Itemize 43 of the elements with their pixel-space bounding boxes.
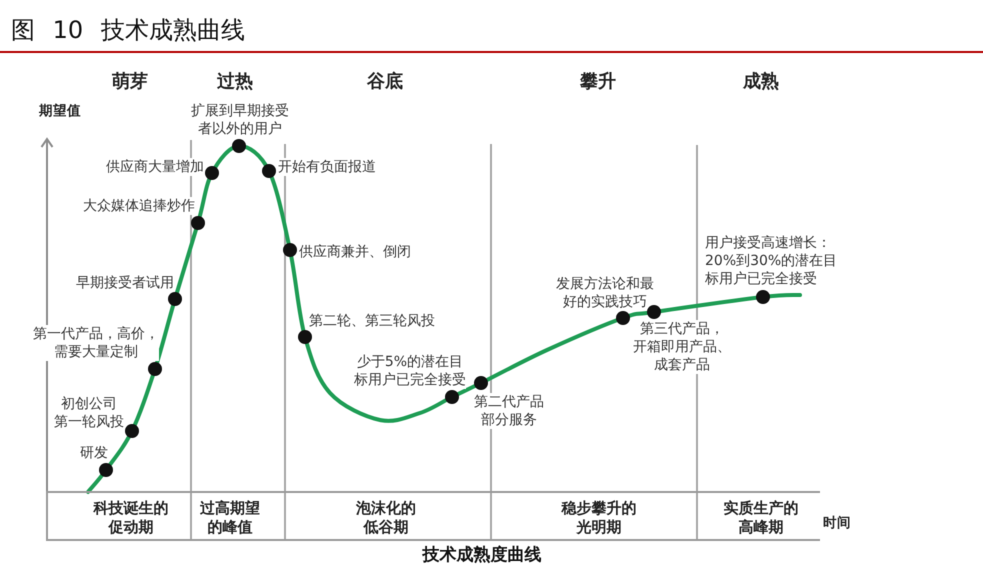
point-marker-icon <box>283 243 297 257</box>
point-annotation: 第二轮、第三轮风投 <box>309 312 435 330</box>
point-annotation: 少于5%的潜在目标用户已完全接受 <box>354 353 466 389</box>
phase-heading: 成熟 <box>743 71 779 93</box>
point-marker-icon <box>445 390 459 404</box>
point-marker-icon <box>474 376 488 390</box>
point-marker-icon <box>756 290 770 304</box>
point-annotation: 第二代产品部分服务 <box>474 393 544 429</box>
phase-label: 科技诞生的促动期 <box>94 499 168 537</box>
phase-heading: 过热 <box>217 71 253 93</box>
point-annotation: 初创公司第一轮风投 <box>54 395 124 431</box>
point-annotation: 第一代产品，高价，需要大量定制 <box>33 325 159 361</box>
figure-title: 图 10 技术成熟曲线 <box>11 15 245 45</box>
point-marker-icon <box>647 305 661 319</box>
point-marker-icon <box>262 164 276 178</box>
figure-caption: 技术成熟度曲线 <box>422 545 542 565</box>
point-marker-icon <box>205 166 219 180</box>
phase-label: 稳步攀升的光明期 <box>562 499 636 537</box>
point-annotation: 扩展到早期接受者以外的用户 <box>191 102 289 138</box>
point-marker-icon <box>191 216 205 230</box>
phase-label: 过高期望的峰值 <box>200 499 260 537</box>
point-annotation: 研发 <box>80 444 108 462</box>
point-annotation: 早期接受者试用 <box>76 274 174 292</box>
point-annotation: 发展方法论和最好的实践技巧 <box>556 275 654 311</box>
point-marker-icon <box>232 139 246 153</box>
phase-label: 实质生产的高峰期 <box>724 499 798 537</box>
point-marker-icon <box>168 292 182 306</box>
axis-label: 期望值 <box>39 103 81 120</box>
phase-heading: 萌芽 <box>112 71 148 93</box>
point-annotation: 大众媒体追捧炒作 <box>83 197 195 215</box>
point-marker-icon <box>616 311 630 325</box>
phase-heading: 攀升 <box>580 71 616 93</box>
phase-label: 泡沫化的低谷期 <box>356 499 416 537</box>
point-marker-icon <box>148 362 162 376</box>
phase-heading: 谷底 <box>367 71 403 93</box>
point-marker-icon <box>125 424 139 438</box>
point-annotation: 供应商兼并、倒闭 <box>299 243 411 261</box>
point-marker-icon <box>298 330 312 344</box>
point-annotation: 用户接受高速增长：20%到30%的潜在目标用户已完全接受 <box>705 234 838 288</box>
point-marker-icon <box>99 463 113 477</box>
axis-label: 时间 <box>823 515 851 532</box>
point-annotation: 开始有负面报道 <box>278 158 376 176</box>
point-annotation: 供应商大量增加 <box>106 158 204 176</box>
